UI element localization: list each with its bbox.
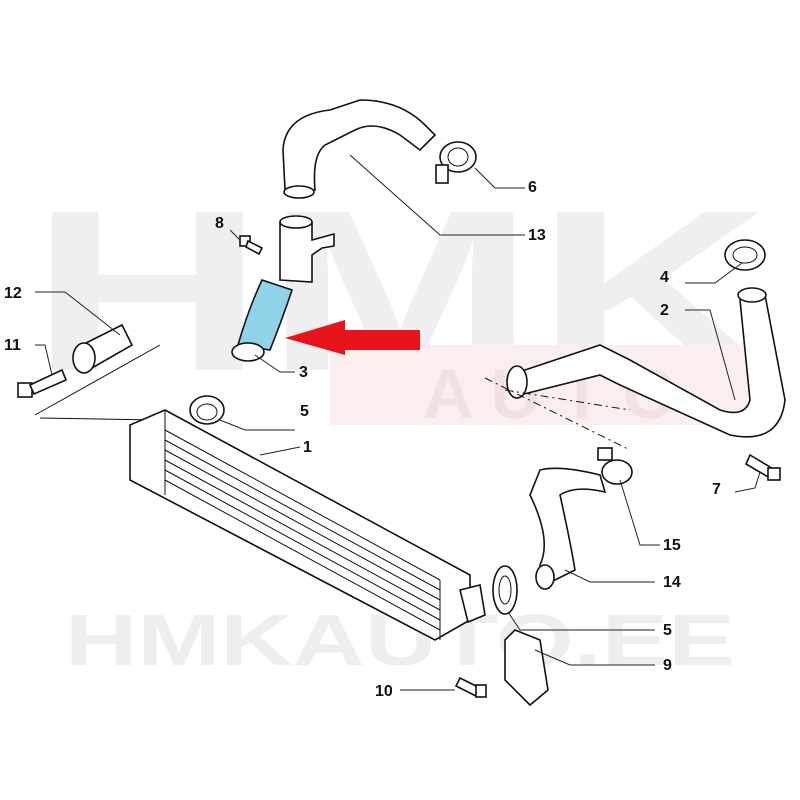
part-5-clamp-upper[interactable]	[189, 395, 225, 425]
bracket-outline	[34, 344, 161, 421]
part-13-hose[interactable]	[282, 99, 437, 199]
callout-3: 3	[299, 364, 308, 381]
callout-5-lower: 5	[663, 622, 672, 639]
part-6-clamp[interactable]	[435, 141, 477, 184]
part-10-bolt[interactable]	[454, 676, 487, 698]
leader-lines	[35, 154, 761, 691]
part-7-bolt[interactable]	[744, 453, 781, 481]
callout-14: 14	[663, 574, 681, 591]
callout-2: 2	[660, 302, 669, 319]
part-15-clamp[interactable]	[597, 447, 633, 485]
callout-11: 11	[4, 337, 21, 354]
red-arrow-icon	[285, 320, 420, 355]
part-1-intercooler[interactable]	[129, 409, 486, 641]
callout-4: 4	[660, 269, 669, 286]
callout-5-upper: 5	[300, 403, 309, 420]
callout-12: 12	[4, 285, 22, 302]
callout-9: 9	[663, 657, 672, 674]
part-4-clamp[interactable]	[724, 239, 766, 271]
callout-13: 13	[528, 227, 546, 244]
callout-8: 8	[215, 215, 224, 232]
part-12-bushing[interactable]	[72, 323, 134, 374]
callout-6: 6	[528, 179, 537, 196]
part-3-pipe[interactable]	[231, 215, 335, 362]
callout-10: 10	[375, 683, 393, 700]
part-9-bracket[interactable]	[504, 629, 549, 707]
part-14-hose[interactable]	[529, 467, 607, 590]
callout-1: 1	[303, 439, 312, 456]
callout-15: 15	[663, 537, 681, 554]
callout-7: 7	[712, 481, 721, 498]
part-11-bolt[interactable]	[17, 368, 68, 398]
part-5-clamp-lower[interactable]	[492, 565, 518, 615]
part-2-pipe[interactable]	[484, 287, 786, 451]
part-8-bolt[interactable]	[239, 235, 264, 256]
